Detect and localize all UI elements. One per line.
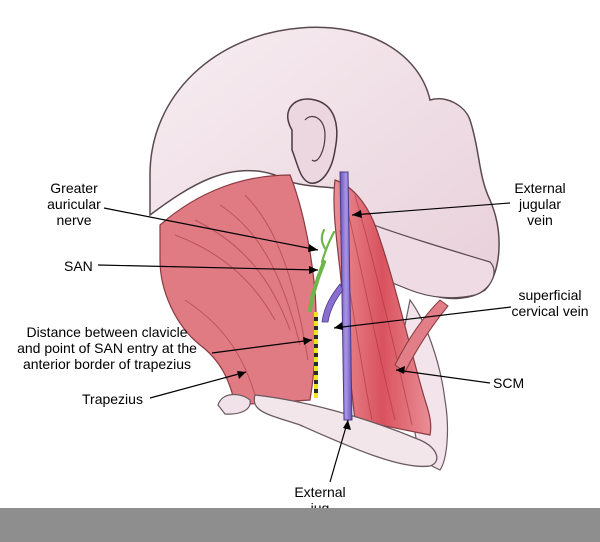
label-line: External — [514, 180, 566, 196]
label-scm: SCM — [493, 375, 524, 391]
label-greater-auricular-nerve: Greater auricular nerve — [30, 180, 118, 228]
clavicle — [253, 394, 438, 468]
label-line: SAN — [64, 258, 93, 274]
label-line: Trapezius — [82, 391, 143, 407]
label-line: Greater — [50, 180, 98, 196]
label-line: SCM — [493, 375, 525, 391]
label-line: jugular — [518, 196, 562, 212]
spinal-accessory-nerve — [308, 260, 326, 312]
label-line: vein — [527, 212, 553, 228]
arrowheads — [237, 210, 405, 430]
label-line: anterior border of trapezius — [22, 356, 192, 372]
label-external-jugular-vein: External jugular vein — [500, 180, 580, 228]
label-line: Distance between clavicle — [26, 324, 188, 340]
ear-inner — [304, 115, 326, 162]
external-jugular-vein — [339, 171, 353, 421]
label-line: cervical vein — [511, 303, 589, 319]
label-line: auricular — [47, 196, 101, 212]
label-trapezius: Trapezius — [82, 391, 143, 407]
label-san: SAN — [64, 258, 93, 274]
label-superficial-cervical-vein: superficial cervical vein — [502, 287, 598, 319]
label-distance: Distance between clavicle and point of S… — [2, 324, 212, 372]
ear — [287, 98, 338, 184]
label-line: nerve — [56, 212, 92, 228]
omohyoid-strand — [394, 299, 449, 373]
greater-auricular-nerve — [320, 228, 336, 264]
acromion — [217, 394, 251, 415]
superficial-cervical-vein — [321, 283, 344, 323]
jaw — [359, 218, 495, 299]
trapezius-fibers — [174, 194, 309, 396]
leader-lines — [97, 202, 512, 483]
label-line: and point of SAN entry at the — [17, 340, 197, 356]
label-line: superficial — [518, 287, 582, 303]
label-line: External — [294, 484, 346, 500]
footer-bar — [0, 508, 600, 542]
